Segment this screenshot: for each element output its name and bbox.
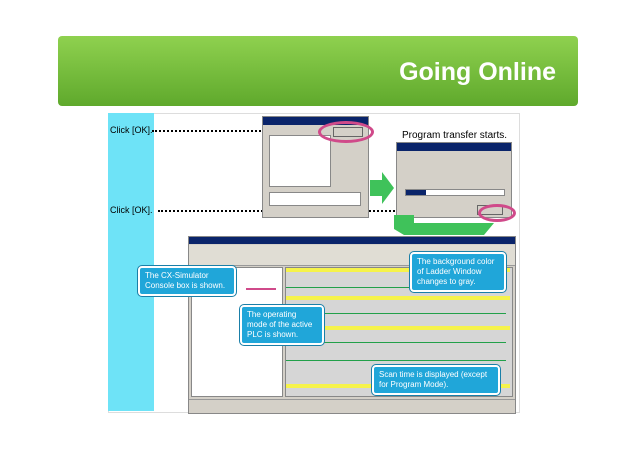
background-callout: The background color of Ladder Window ch…	[410, 252, 506, 292]
progress-fill	[406, 190, 426, 195]
simulator-callout: The CX-Simulator Console box is shown.	[138, 266, 236, 296]
dotted-leader-1	[152, 130, 317, 132]
green-arrow-down	[394, 215, 494, 235]
download-options-dialog	[262, 116, 369, 218]
dialog-titlebar	[263, 117, 368, 125]
mode-callout: The operating mode of the active PLC is …	[240, 305, 324, 345]
main-titlebar	[189, 237, 515, 244]
page-title: Going Online	[399, 58, 556, 86]
ladder-line	[286, 313, 506, 314]
ladder-line	[286, 360, 506, 361]
transfer-text: Program transfer starts.	[402, 130, 508, 141]
click-ok-label-1: Click [OK].	[110, 125, 153, 135]
ladder-line	[286, 287, 506, 288]
header-bar: Going Online	[58, 36, 578, 106]
progress-track	[405, 189, 505, 196]
highlight-ring-2	[478, 204, 516, 222]
status-bar	[189, 399, 515, 410]
ladder-rung-bar	[286, 296, 510, 300]
download-titlebar	[397, 143, 511, 151]
ladder-rung-bar	[286, 326, 510, 330]
ladder-line	[286, 342, 506, 343]
ladder-rung-bar	[286, 268, 510, 272]
highlight-ring-1	[318, 121, 374, 143]
click-ok-label-2: Click [OK].	[110, 205, 153, 215]
green-arrow-right	[370, 172, 394, 204]
scan-time-callout: Scan time is displayed (except for Progr…	[372, 365, 500, 395]
cyan-side-bar	[108, 113, 154, 411]
options-tree[interactable]	[269, 135, 331, 187]
mode-indicator-line	[246, 288, 276, 290]
options-fields[interactable]	[269, 192, 361, 206]
